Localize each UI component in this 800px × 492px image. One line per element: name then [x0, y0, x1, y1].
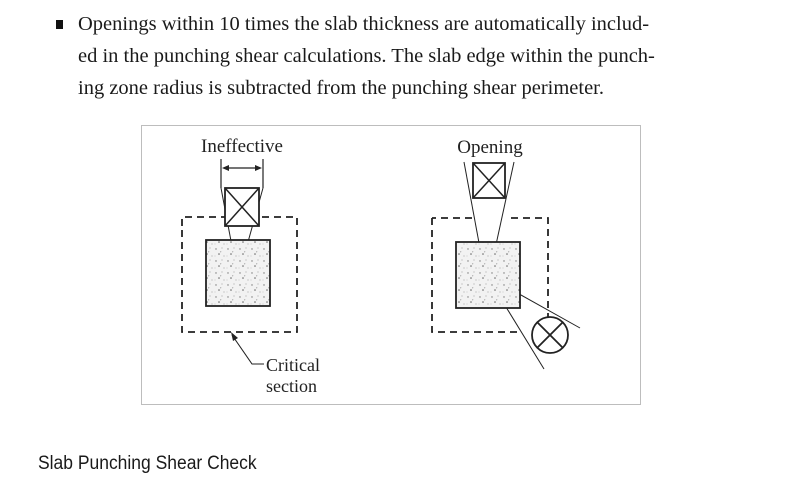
punching-shear-diagram: Ineffective Crit [181, 136, 581, 396]
bullet-marker [56, 20, 63, 29]
opening-label: Opening [457, 137, 523, 158]
bullet-line: ed in the punching shear calculations. T… [78, 45, 655, 67]
column-section-right [455, 241, 521, 309]
opening-box [224, 187, 260, 227]
opening-box-right [472, 162, 506, 199]
critical-section-leader [231, 332, 264, 365]
circular-opening [531, 316, 569, 354]
bullet-item: Openings within 10 times the slab thickn… [56, 8, 776, 104]
bullet-paragraph: Openings within 10 times the slab thickn… [78, 8, 776, 104]
ineffective-dimension [220, 159, 264, 188]
section-heading: Slab Punching Shear Check [38, 453, 257, 474]
bullet-line: Openings within 10 times the slab thickn… [78, 13, 650, 35]
reduced-critical-section [431, 217, 549, 333]
column-section [205, 239, 271, 307]
left-diagram: Ineffective Crit [181, 136, 320, 396]
critical-section-outline [181, 216, 298, 333]
right-diagram: Opening [431, 137, 581, 370]
ineffective-label: Ineffective [201, 136, 283, 157]
critical-section-label-line2: section [266, 376, 317, 396]
critical-section-label-line1: Critical [266, 355, 320, 375]
punching-shear-figure: Ineffective Crit [141, 125, 641, 405]
bullet-line: ing zone radius is subtracted from the p… [78, 77, 605, 99]
